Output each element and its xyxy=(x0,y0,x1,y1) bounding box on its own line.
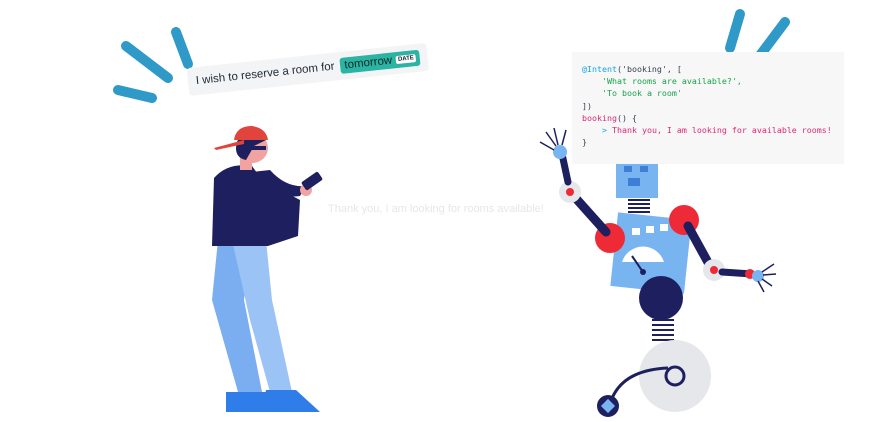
code-line-5-rest: () { xyxy=(616,112,637,123)
code-line-2-string: 'What rooms are available?', xyxy=(601,76,742,87)
code-line-2: 'What rooms are available?', xyxy=(582,75,834,87)
code-line-4: ]) xyxy=(582,100,834,112)
code-line-1: @Intent('booking', [ xyxy=(582,63,834,75)
code-snippet-panel: @Intent('booking', [ 'What rooms are ava… xyxy=(572,52,844,164)
code-line-3-string: 'To book a room' xyxy=(601,88,682,99)
code-line-1-rest: ('booking', [ xyxy=(616,64,682,74)
code-line-7-text: } xyxy=(582,137,587,148)
response-text: Thank you, I am looking for available ro… xyxy=(611,125,832,136)
entity-tag-badge: DATE xyxy=(395,54,417,65)
function-name-token: booking xyxy=(582,112,617,123)
response-arrow: > xyxy=(601,125,607,136)
left-splash-marks xyxy=(113,27,193,103)
code-line-6: > Thank you, I am looking for available … xyxy=(582,124,834,136)
robot-figure xyxy=(539,127,777,417)
decorator-token: @Intent xyxy=(582,64,617,74)
entity-value: tomorrow xyxy=(343,54,393,72)
code-line-4-text: ]) xyxy=(582,100,592,111)
faded-response-text: Thank you, I am looking for rooms availa… xyxy=(328,203,544,215)
code-line-3: 'To book a room' xyxy=(582,87,834,99)
code-line-5: booking() { xyxy=(582,112,834,124)
code-line-7: } xyxy=(582,136,834,148)
entity-highlight: tomorrow DATE xyxy=(339,49,421,74)
person-figure xyxy=(212,126,323,412)
